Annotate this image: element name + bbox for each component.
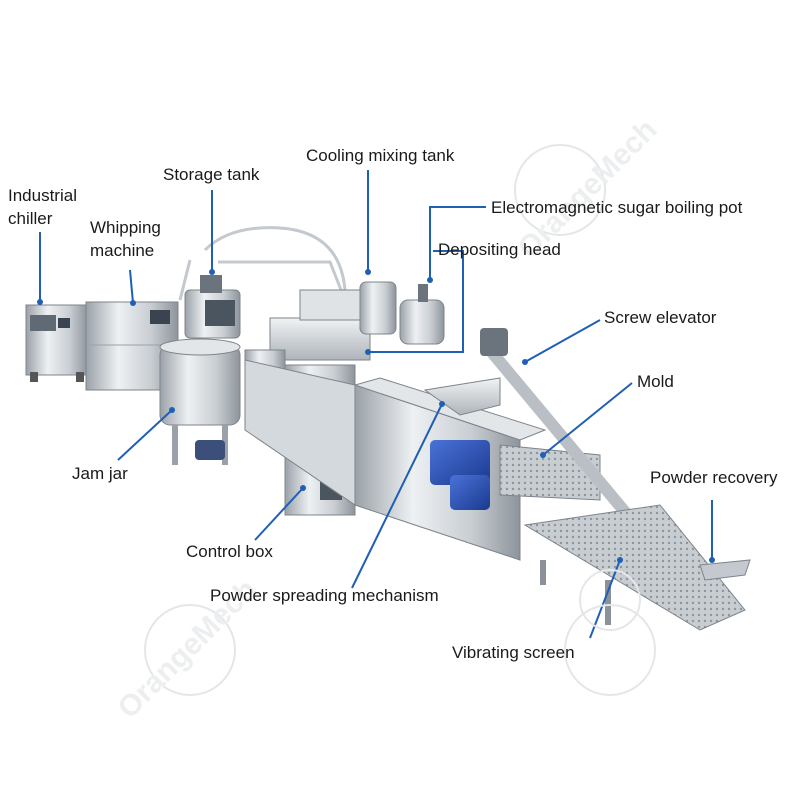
- leader-sugar-boiling-pot: [429, 206, 486, 280]
- label-industrial-chiller-line1: Industrial: [8, 186, 77, 205]
- powder-hopper: [423, 377, 501, 416]
- label-vibrating-screen: Vibrating screen: [452, 643, 575, 662]
- leader-mold: [542, 382, 633, 456]
- industrial-chiller: [25, 304, 89, 382]
- label-cooling-mixing-tank: Cooling mixing tank: [306, 146, 455, 165]
- leader-jam-jar: [117, 409, 173, 461]
- label-whipping-machine-line1: Whipping: [90, 218, 161, 237]
- label-mold: Mold: [637, 372, 674, 391]
- label-industrial-chiller-line2: chiller: [8, 209, 53, 228]
- leader-depositing-head: [368, 250, 464, 353]
- label-depositing-head: Depositing head: [438, 240, 561, 259]
- label-jam-jar: Jam jar: [72, 464, 128, 483]
- sugar-boiling-pot: [399, 284, 445, 345]
- label-storage-tank: Storage tank: [163, 165, 260, 184]
- label-powder-spreading: Powder spreading mechanism: [210, 586, 439, 605]
- label-powder-recovery: Powder recovery: [650, 468, 778, 487]
- label-screw-elevator: Screw elevator: [604, 308, 717, 327]
- leader-screw-elevator: [524, 319, 601, 363]
- leader-powder-spreading: [351, 403, 443, 589]
- blue-motor: [430, 440, 490, 510]
- leader-dots: [37, 269, 715, 563]
- cooling-mixing-tank: [359, 281, 397, 335]
- label-whipping-machine-line2: machine: [90, 241, 155, 260]
- screw-elevator: [480, 328, 646, 536]
- jam-jar: [159, 338, 241, 465]
- pipes: [178, 226, 347, 301]
- label-sugar-boiling-pot: Electromagnetic sugar boiling pot: [491, 198, 743, 217]
- vibrating-screen: [523, 504, 751, 631]
- leader-lines: [39, 170, 713, 639]
- leader-control-box: [254, 487, 304, 541]
- storage-tank: [184, 275, 241, 339]
- label-control-box: Control box: [186, 542, 273, 561]
- leader-whipping-machine: [129, 269, 134, 304]
